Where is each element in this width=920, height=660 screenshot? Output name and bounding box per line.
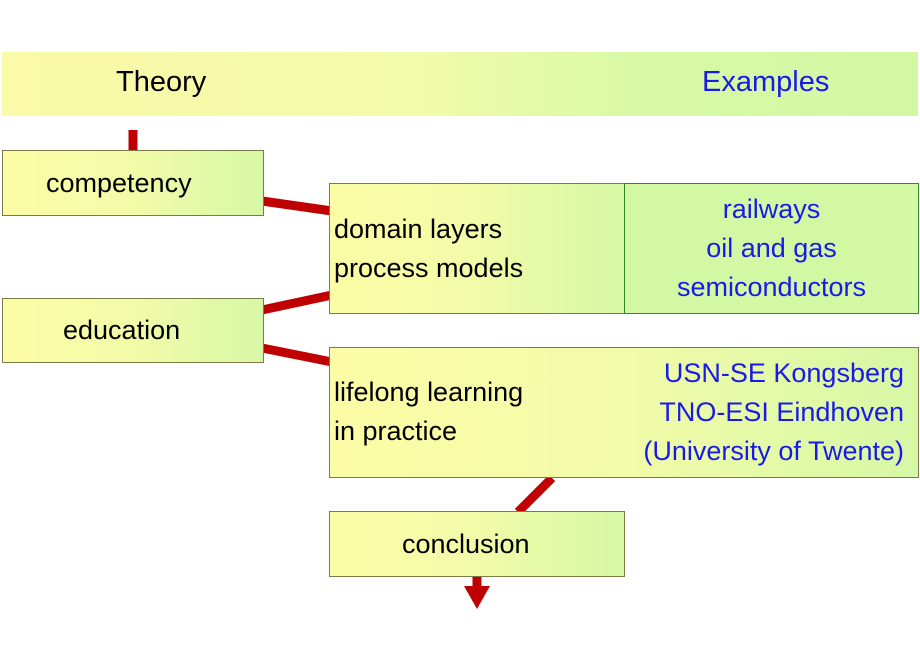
process-models-label: process models [334, 253, 524, 283]
education-label: education [63, 315, 181, 345]
connector-competency-domain [261, 196, 333, 216]
lifelong-learning-box: lifelong learning in practice USN-SE Kon… [329, 347, 919, 478]
domain-layers-box: domain layers process models [329, 183, 626, 314]
header-bar [2, 52, 918, 116]
connector-domain-education [261, 290, 333, 315]
example-tno-esi-eindhoven: TNO-ESI Eindhoven [659, 397, 904, 427]
example-university-of-twente: (University of Twente) [643, 436, 904, 466]
conclusion-box: conclusion [329, 511, 625, 577]
connector-education-lifelong [261, 343, 333, 367]
example-railways: railways [722, 194, 821, 224]
arrowhead-conclusion [464, 586, 490, 609]
example-semiconductors: semiconductors [676, 272, 867, 302]
conclusion-label: conclusion [402, 529, 530, 559]
competency-label: competency [46, 168, 192, 198]
examples-heading: Examples [702, 66, 830, 98]
domain-layers-label: domain layers [334, 214, 503, 244]
lifelong-learning-label: lifelong learning [334, 377, 524, 407]
example-usn-se-kongsberg: USN-SE Kongsberg [663, 358, 904, 388]
domain-examples-box: railways oil and gas semiconductors [624, 183, 919, 314]
education-box: education [2, 298, 264, 363]
in-practice-label: in practice [334, 416, 458, 446]
connector-lifelong-conclusion [514, 474, 556, 516]
example-oil-and-gas: oil and gas [706, 233, 837, 263]
theory-heading: Theory [116, 66, 207, 98]
competency-box: competency [2, 150, 264, 216]
